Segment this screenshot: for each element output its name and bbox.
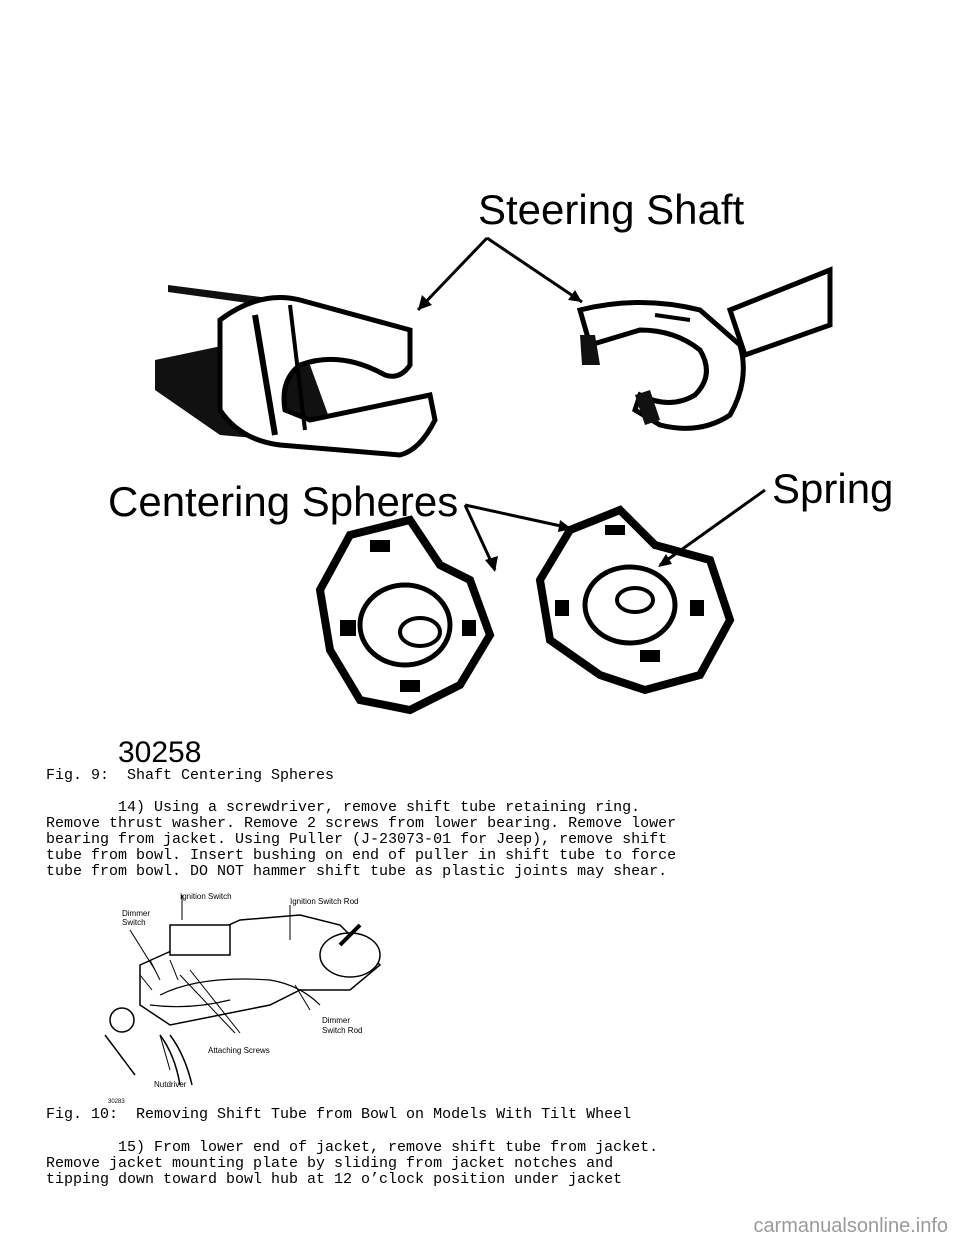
dimmer-switch-rod-label: Dimmer Switch Rod <box>322 1016 362 1036</box>
spring-arrow <box>659 488 766 567</box>
spring-arrowhead <box>658 554 672 567</box>
figure-10-number: 30283 <box>108 1099 125 1105</box>
dimmer-switch-label: Dimmer Switch <box>122 909 150 927</box>
ignition-switch-rod-label: Ignition Switch Rod <box>290 897 359 906</box>
steering-shaft-arrowhead-left <box>418 295 432 310</box>
watermark-link[interactable]: carmanualsonline.info <box>753 1215 948 1237</box>
attaching-screws-label: Attaching Screws <box>208 1046 270 1055</box>
step-14-line: tube from bowl. Insert bushing on end of… <box>46 847 677 864</box>
nutdriver-label: Nutdriver <box>154 1080 187 1089</box>
spring-label: Spring <box>772 465 894 512</box>
steering-shaft-arrow-right <box>486 236 583 304</box>
steering-shaft-right-yoke <box>576 266 833 431</box>
step-14-line: 14) Using a screwdriver, remove shift tu… <box>46 799 641 816</box>
centering-sphere-right <box>535 505 735 695</box>
steering-shaft-left-yoke <box>155 285 438 458</box>
dimmer-switch-rod-label-line-1: Dimmer <box>322 1016 350 1025</box>
centering-sphere-left <box>315 515 495 715</box>
dimmer-switch-rod-label-line-2: Switch Rod <box>322 1026 363 1035</box>
step-15-line: 15) From lower end of jacket, remove shi… <box>46 1139 659 1156</box>
figure-9-illustration <box>155 236 833 715</box>
centering-spheres-arrow-2 <box>464 503 571 530</box>
centering-spheres-arrowhead-2 <box>558 520 572 532</box>
dimmer-switch-label-line-2: Switch <box>122 918 146 927</box>
steering-shaft-label: Steering Shaft <box>478 186 745 233</box>
step-15-line: Remove jacket mounting plate by sliding … <box>46 1155 614 1172</box>
steering-shaft-arrow-left <box>416 236 489 312</box>
centering-spheres-label: Centering Spheres <box>108 478 459 525</box>
figure-9-number: 30258 <box>118 736 202 769</box>
centering-spheres-arrowhead-1 <box>485 556 498 572</box>
step-14-line: Remove thrust washer. Remove 2 screws fr… <box>46 815 677 832</box>
figure-9-caption: Fig. 9: Shaft Centering Spheres <box>46 767 335 784</box>
step-14-line: tube from bowl. DO NOT hammer shift tube… <box>46 863 668 880</box>
step-15-line: tipping down toward bowl hub at 12 o’clo… <box>46 1171 623 1188</box>
dimmer-switch-label-line-1: Dimmer <box>122 909 150 918</box>
steering-shaft-arrowhead-right <box>568 290 582 302</box>
figure-10-caption: Fig. 10: Removing Shift Tube from Bowl o… <box>46 1106 632 1123</box>
ignition-switch-label: Ignition Switch <box>180 892 232 901</box>
step-14-line: bearing from jacket. Using Puller (J-230… <box>46 831 668 848</box>
figure-10-illustration <box>104 895 382 1086</box>
